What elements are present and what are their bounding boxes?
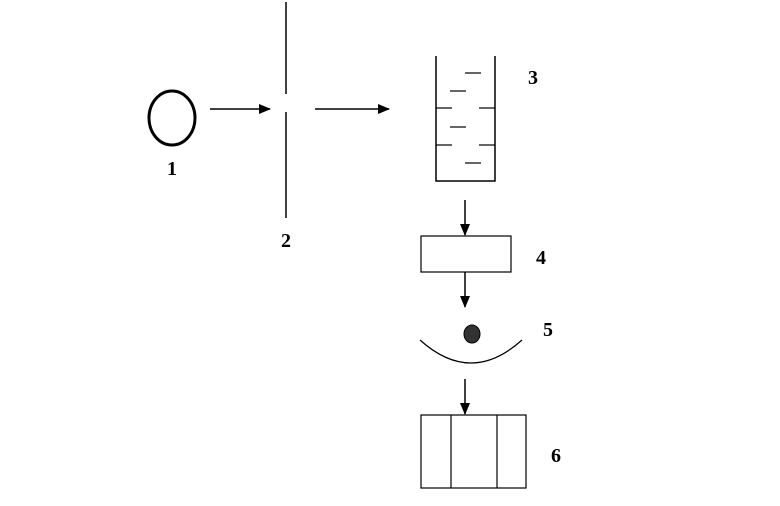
detector-rect <box>420 414 527 489</box>
slit-label: 2 <box>281 230 291 252</box>
box-rect <box>420 235 512 273</box>
reflector-element: 5 <box>419 319 553 364</box>
box-label: 4 <box>536 247 546 269</box>
reflector-dot <box>463 324 481 344</box>
source-ellipse <box>147 89 197 147</box>
slit-element: 2 <box>281 2 291 252</box>
box-element: 4 <box>420 235 546 273</box>
container-label: 3 <box>528 67 538 89</box>
source-element: 1 <box>147 89 197 180</box>
source-label: 1 <box>167 158 177 180</box>
container-outline <box>435 56 496 182</box>
reflector-curve <box>419 339 523 364</box>
reflector-label: 5 <box>543 319 553 341</box>
detector-label: 6 <box>551 445 561 467</box>
detector-element: 6 <box>420 414 561 489</box>
container-element: 3 <box>435 56 538 182</box>
